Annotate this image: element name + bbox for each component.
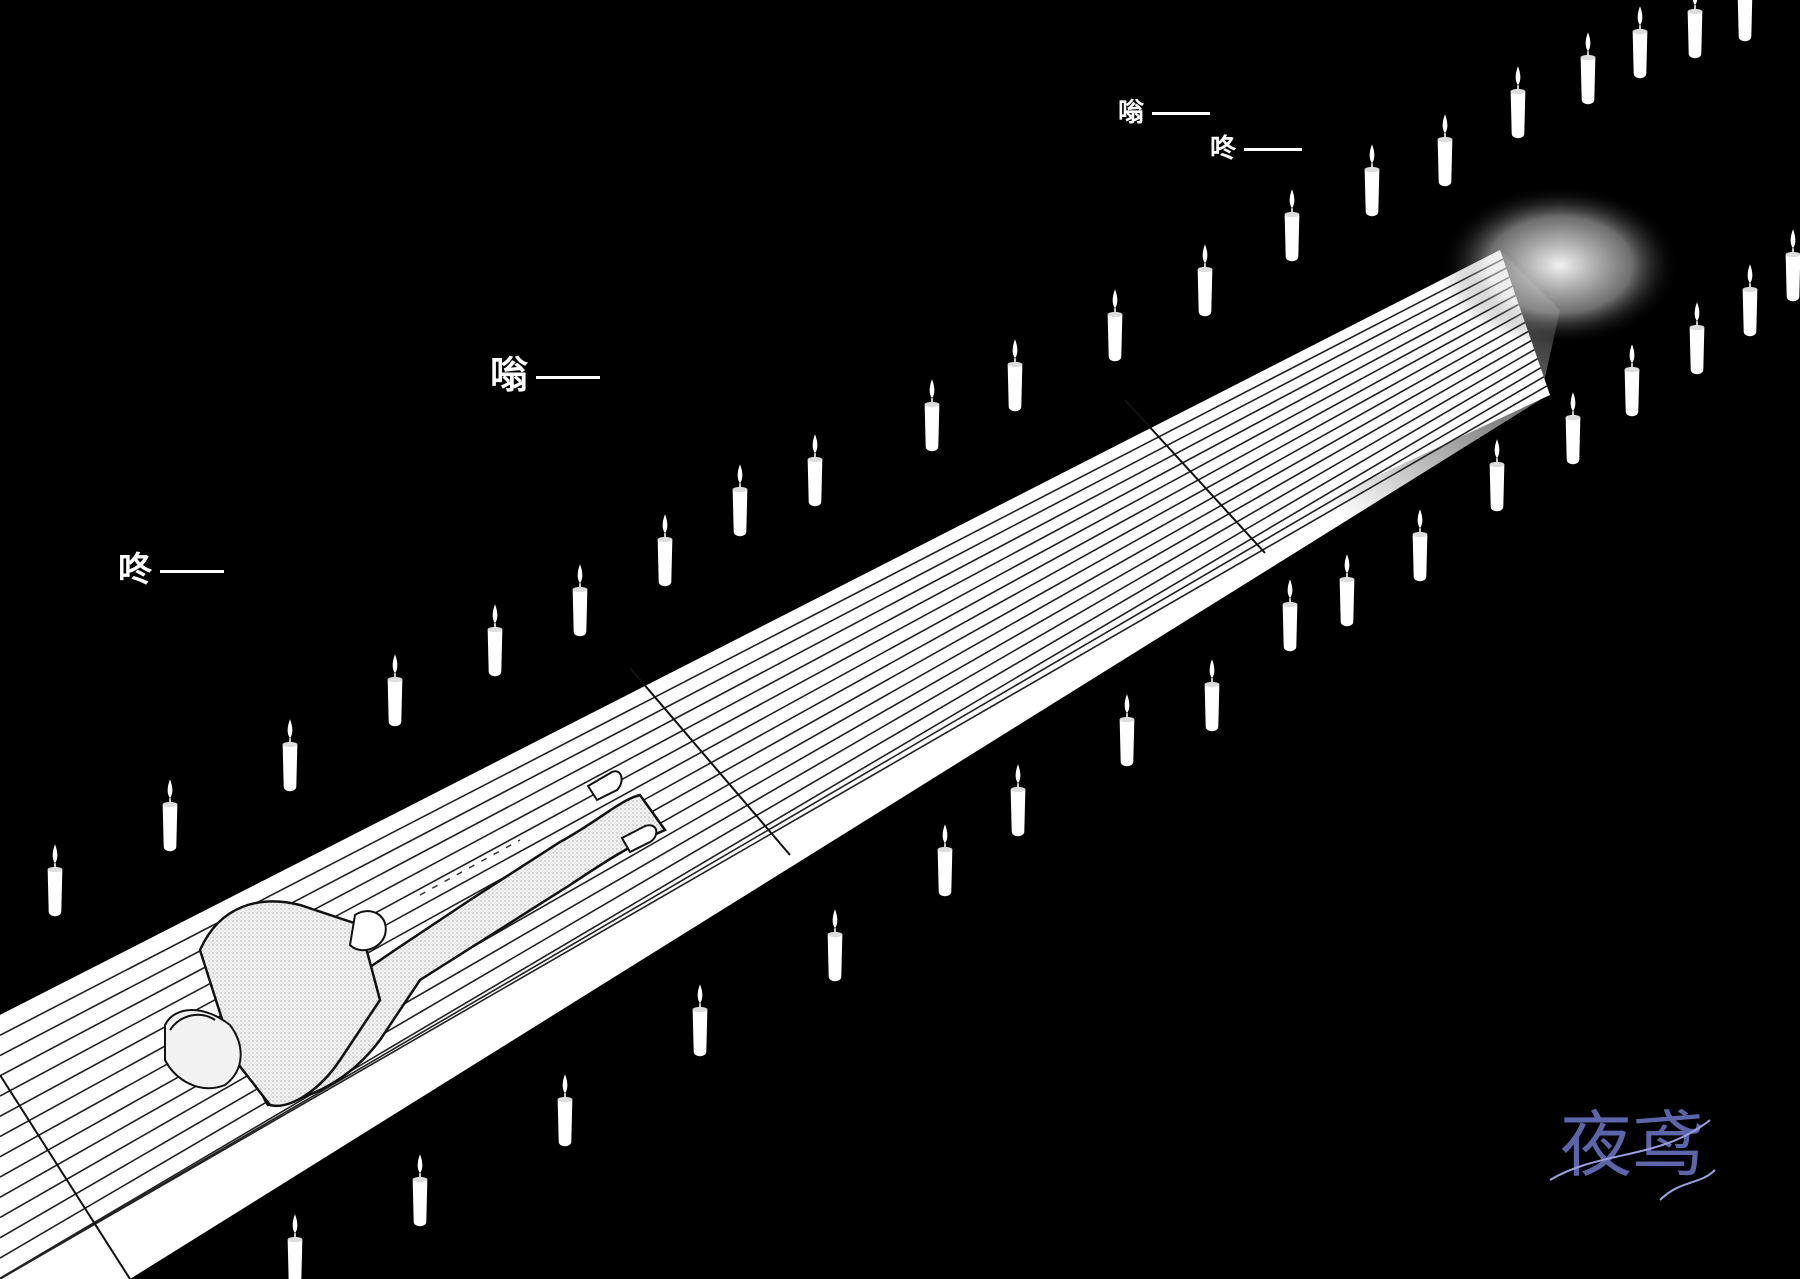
watermark-logo: 夜鸢	[1549, 1103, 1716, 1201]
candle-icon	[827, 909, 843, 982]
candle-icon	[1339, 554, 1355, 627]
bird-logo-icon	[1549, 1119, 1716, 1201]
candle-icon	[1107, 289, 1123, 362]
plank-line	[0, 385, 1548, 1279]
candle-icon	[1565, 392, 1581, 465]
watermark-text: 夜鸢	[1560, 1103, 1704, 1187]
candle-icon	[1364, 144, 1380, 217]
sfx-glyph: 嗡	[1118, 98, 1147, 128]
candle-icon	[162, 779, 178, 852]
plank-line	[0, 367, 1542, 1279]
candle-icon	[937, 824, 953, 897]
candle-icon	[1284, 189, 1300, 262]
light-glow	[1440, 185, 1680, 345]
candle-icon	[1632, 6, 1648, 79]
candle-icon	[1742, 264, 1758, 337]
sound-effect-1: 嗡	[1118, 92, 1211, 129]
sfx-glyph: 咚	[1210, 134, 1239, 164]
candle-icon	[692, 984, 708, 1057]
plank-line	[0, 358, 1538, 1259]
candle-icon	[1510, 66, 1526, 139]
candle-icon	[1489, 439, 1505, 512]
candle-icon	[1437, 114, 1453, 187]
candle-icon	[47, 844, 63, 917]
sfx-dash	[160, 570, 224, 573]
sfx-glyph: 嗡	[490, 353, 531, 397]
sfx-dash	[1152, 112, 1211, 115]
kneeling-figure	[164, 770, 667, 1108]
sfx-glyph: 咚	[118, 550, 154, 590]
candle-rows	[47, 0, 1800, 1279]
plank-line	[0, 376, 1545, 1279]
candle-icon	[1624, 344, 1640, 417]
candle-icon	[657, 514, 673, 587]
candle-icon	[807, 434, 823, 507]
candle-icon	[1737, 0, 1753, 42]
candle-icon	[1204, 659, 1220, 732]
candle-icon	[387, 654, 403, 727]
candle-icon	[487, 604, 503, 677]
candle-icon	[1687, 0, 1703, 59]
candle-icon	[287, 1214, 303, 1279]
candle-icon	[1282, 579, 1298, 652]
sound-effect-2: 咚	[1210, 128, 1303, 165]
plank-line	[0, 348, 1535, 1239]
candle-icon	[1007, 339, 1023, 412]
candle-icon	[1412, 509, 1428, 582]
candle-icon	[1785, 229, 1800, 302]
candle-icon	[732, 464, 748, 537]
candle-icon	[1580, 32, 1596, 105]
candle-icon	[924, 379, 940, 452]
candle-icon	[412, 1154, 428, 1227]
candle-icon	[282, 719, 298, 792]
sound-effect-3: 嗡	[490, 344, 601, 399]
candle-icon	[1119, 694, 1135, 767]
candle-icon	[1010, 764, 1026, 837]
candle-icon	[1197, 244, 1213, 317]
sfx-dash	[1244, 148, 1303, 151]
sfx-dash	[536, 376, 601, 379]
candle-icon	[572, 564, 588, 637]
sound-effect-4: 咚	[118, 542, 224, 591]
candle-icon	[557, 1074, 573, 1147]
candle-icon	[1689, 302, 1705, 375]
